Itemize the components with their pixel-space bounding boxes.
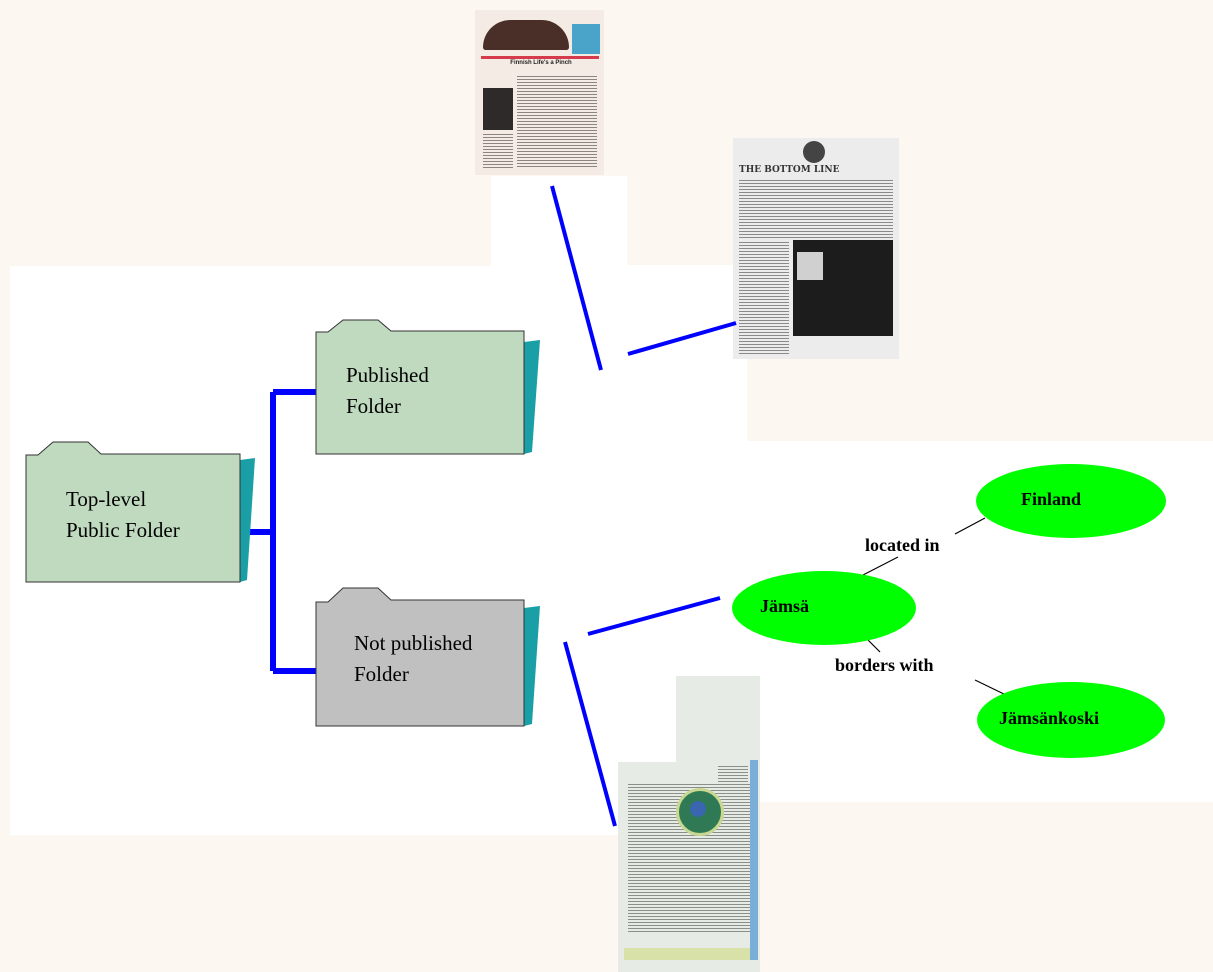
newsletter-red-rule [481, 56, 599, 59]
edge-label-located-in: located in [865, 535, 940, 555]
bottom-line-text-left [739, 242, 789, 354]
graph-node-jamsankoski[interactable] [977, 682, 1165, 758]
published-folder-line2: Folder [346, 394, 401, 418]
magazine-seal-star [690, 801, 706, 817]
magazine-footer-bar [624, 948, 754, 960]
graph-edges [862, 517, 1009, 697]
top-level-folder-line1: Top-level [66, 487, 147, 511]
top-level-folder-label: Top-level Public Folder [66, 484, 180, 546]
folder-tree-connectors [240, 389, 318, 674]
bottom-line-text [739, 180, 893, 238]
newsletter-text [517, 76, 597, 168]
newsletter-headline: Finnish Life's a Pinch [510, 60, 572, 66]
newsletter-thumbnail-2: THE BOTTOM LINE [733, 138, 899, 359]
diagram-panel-cover-2 [616, 676, 676, 762]
graph-node-finland[interactable] [976, 464, 1166, 538]
bottom-line-title: THE BOTTOM LINE [739, 165, 840, 175]
graph-node-jamsankoski-label: Jämsänkoski [999, 708, 1100, 728]
not-published-folder-icon[interactable] [315, 587, 540, 727]
published-folder-line1: Published [346, 363, 429, 387]
graph-node-finland-label: Finland [1021, 489, 1082, 509]
diagram-panel-cover [540, 676, 616, 835]
newsletter-banner-box [572, 24, 600, 54]
newsletter-text-lower [483, 134, 513, 168]
published-folder-label: Published Folder [346, 360, 429, 422]
top-level-folder-line2: Public Folder [66, 518, 180, 542]
top-level-folder-icon[interactable] [25, 441, 255, 583]
globe-logo [803, 141, 825, 163]
magazine-side-bar [750, 760, 758, 960]
newsletter-banner [483, 20, 569, 50]
not-published-folder-label: Not published Folder [354, 628, 472, 690]
graph-node-jamsa[interactable] [732, 571, 916, 645]
graph-node-jamsa-label: Jämsä [760, 596, 809, 616]
published-folder-icon[interactable] [315, 319, 540, 455]
not-published-folder-line2: Folder [354, 662, 409, 686]
newsletter-photo [483, 88, 513, 130]
bottom-line-photo [797, 252, 823, 280]
thumbnail-connectors [550, 185, 737, 827]
not-published-folder-line1: Not published [354, 631, 473, 655]
newsletter-thumbnail-1: Finnish Life's a Pinch [475, 10, 604, 175]
edge-label-borders-with: borders with [835, 655, 934, 675]
